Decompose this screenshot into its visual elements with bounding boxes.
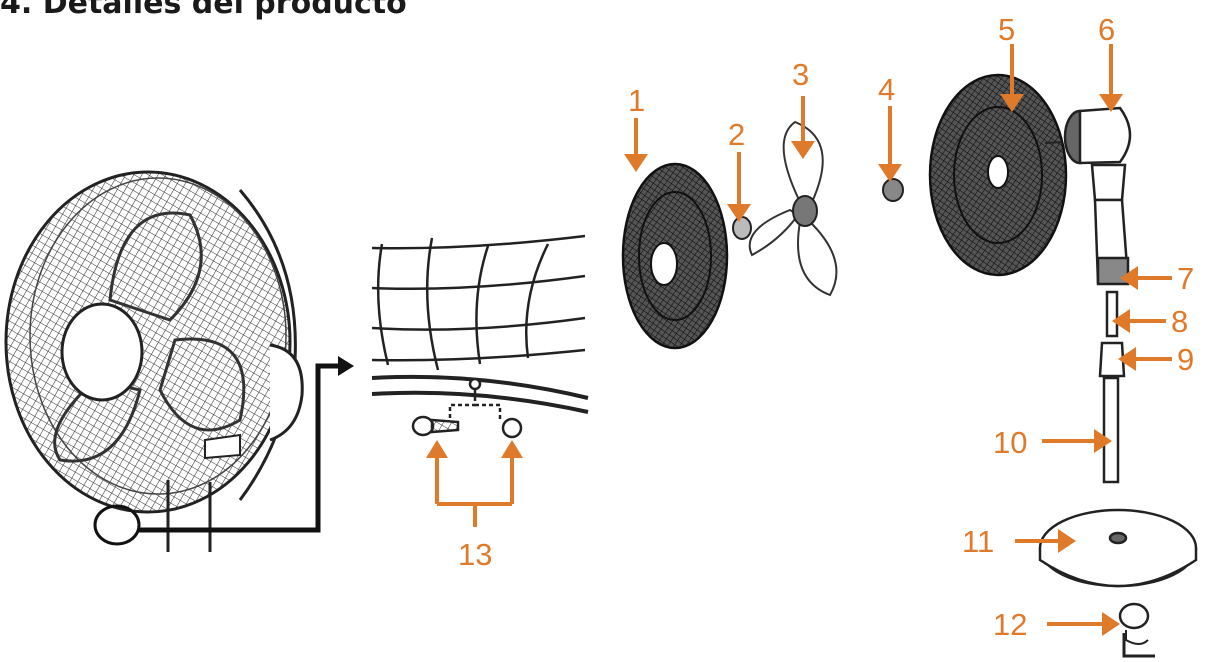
part-height-adjuster [1098,341,1126,378]
callout-6: 6 [1098,12,1115,47]
callout-8: 8 [1171,304,1188,339]
part-fan-blade [748,120,838,297]
part-outer-pole [1102,376,1120,484]
part-front-grille [928,73,1068,277]
callout-9: 9 [1177,342,1194,377]
part-motor-head [1044,106,1132,286]
callout-13-bracket [435,455,514,527]
callout-12: 12 [993,607,1027,642]
callout-7: 7 [1177,261,1194,296]
part-inner-pole [1105,290,1119,338]
callout-10: 10 [993,425,1027,460]
callout-1: 1 [628,83,645,118]
page-title: 4. Detalles del producto [0,0,407,21]
callout-4: 4 [878,72,895,107]
part-base [1038,508,1198,588]
grille-clip-detail [371,234,589,439]
callout-13: 13 [458,537,492,572]
callout-3: 3 [792,57,809,92]
callout-13-arrowhead-right [501,440,523,458]
assembled-fan-illustration [4,170,304,552]
detail-circle [93,504,141,546]
callout-13-arrowhead-left [426,440,448,458]
callout-5: 5 [998,12,1015,47]
part-base-knob [1118,602,1155,658]
callout-11: 11 [962,524,994,559]
callout-2: 2 [728,117,745,152]
detail-connector-line [139,363,340,533]
detail-arrowhead [338,356,354,376]
part-rear-grille [621,162,729,350]
part-rear-nut [732,216,752,240]
part-blade-spinner [882,178,904,202]
